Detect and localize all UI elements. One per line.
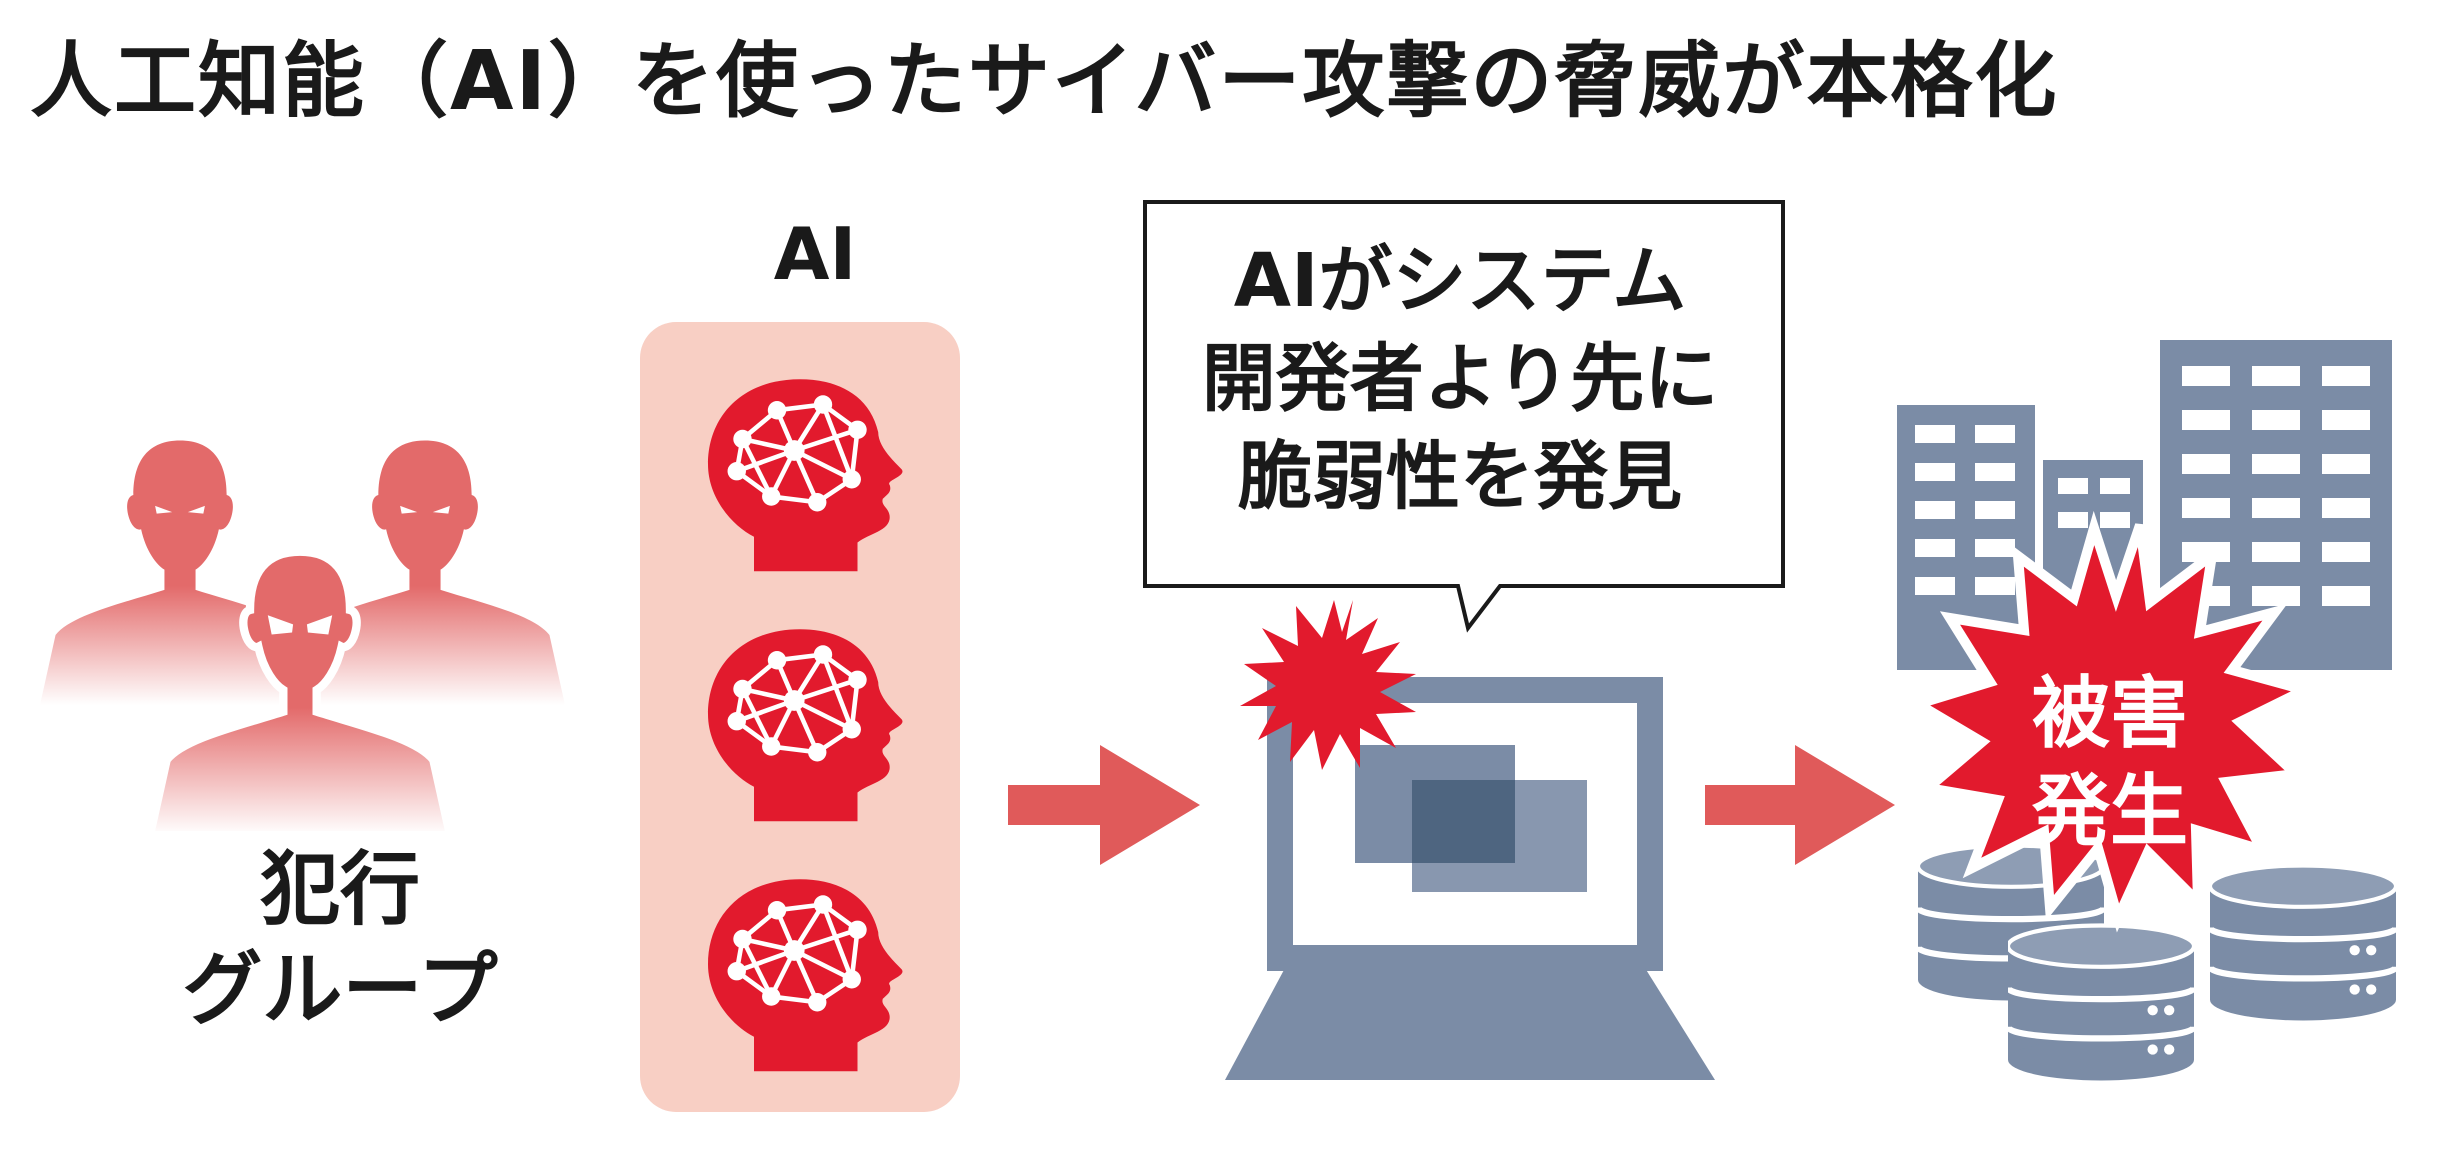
speech-bubble-line: 開発者より先に xyxy=(1201,336,1719,422)
speech-bubble xyxy=(1143,200,1785,633)
page-title: 人工知能（AI）を使ったサイバー攻撃の脅威が本格化 xyxy=(30,34,2059,129)
speech-bubble-text: AIがシステム 開発者より先に 脆弱性を発見 xyxy=(1160,232,1760,526)
speech-bubble-line: 脆弱性を発見 xyxy=(1238,434,1682,520)
arrow-right-icon xyxy=(1705,745,1895,865)
damage-label-line: 発生 xyxy=(2031,767,2188,857)
burst-icon xyxy=(1240,600,1416,770)
speech-bubble-line: AIがシステム xyxy=(1233,238,1687,324)
ai-label: AI xyxy=(773,212,857,296)
arrow-right-icon xyxy=(1008,745,1200,865)
laptop-icon xyxy=(1225,677,1715,1080)
criminal-group-label-line: 犯行 xyxy=(260,843,420,936)
database-icon xyxy=(2210,866,2396,1021)
database-icon xyxy=(2008,926,2194,1081)
damage-label: 被害 発生 xyxy=(2010,665,2210,861)
damage-label-line: 被害 xyxy=(2031,669,2188,759)
criminal-group-label: 犯行 グループ xyxy=(120,840,560,1040)
criminal-group-icon xyxy=(40,440,565,835)
criminal-group-label-line: グループ xyxy=(182,943,498,1036)
damage-burst-icon xyxy=(1905,510,2320,933)
